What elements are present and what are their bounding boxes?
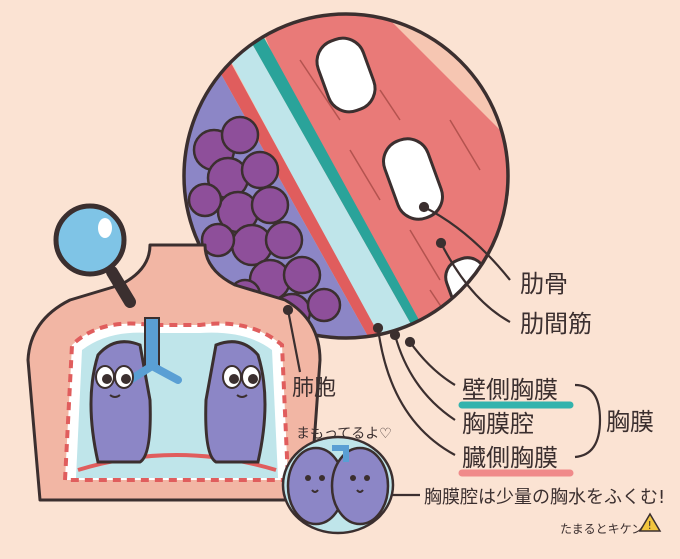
chest-illustration bbox=[26, 243, 322, 502]
label-rib: 肋骨 bbox=[520, 270, 568, 298]
warning-icon: ! bbox=[638, 512, 662, 532]
label-protect: まもってるよ♡ bbox=[296, 426, 392, 442]
label-note: 胸膜腔は少量の胸水をふくむ! bbox=[424, 487, 665, 508]
svg-text:!: ! bbox=[648, 519, 652, 532]
alveoli bbox=[187, 115, 342, 332]
pleural-cavity bbox=[225, 40, 420, 338]
leader-lines bbox=[282, 201, 602, 497]
label-cavity: 胸膜腔 bbox=[462, 410, 534, 438]
label-intercostal: 肋間筋 bbox=[520, 310, 592, 338]
small-lungs bbox=[281, 435, 395, 535]
muscle-texture bbox=[299, 59, 481, 321]
parietal-membrane bbox=[250, 34, 430, 338]
lung-faces bbox=[95, 365, 261, 398]
label-alveoli: 肺胞 bbox=[292, 376, 336, 401]
right-lung bbox=[204, 340, 267, 464]
label-parietal: 壁側胸膜 bbox=[462, 376, 558, 404]
trachea bbox=[144, 317, 160, 367]
label-visceral: 臓側胸膜 bbox=[462, 444, 558, 472]
label-warn: たまるとキケン bbox=[560, 522, 643, 536]
magnifier-icon bbox=[53, 203, 136, 308]
label-pleura: 胸膜 bbox=[606, 408, 654, 436]
left-lung bbox=[89, 340, 152, 464]
